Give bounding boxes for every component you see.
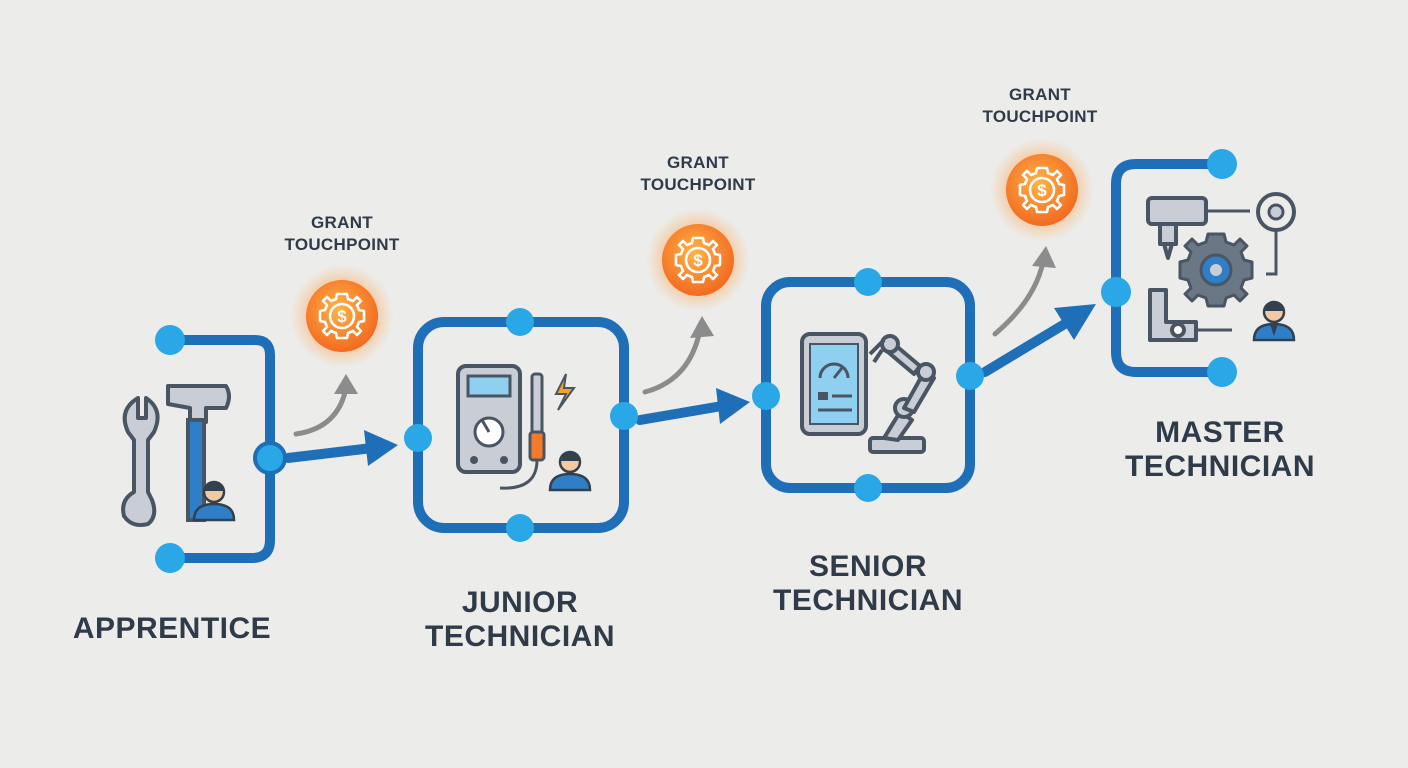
stage-label-apprentice: APPRENTICE [72,612,272,645]
robot-arm-icon [868,334,936,454]
drill-icon [1146,196,1250,260]
grant-label-2: GRANT TOUCHPOINT [640,153,756,194]
worker-icon [548,450,592,492]
probe-icon [499,372,546,490]
grant-label-1: GRANT TOUCHPOINT [284,213,400,254]
wrench-icon [121,396,160,527]
stage-label-senior: SENIOR TECHNICIAN [773,550,963,617]
grant-label-3: GRANT TOUCHPOINT [982,85,1098,126]
tablet-gauge-icon [800,332,868,436]
stage-label-junior: JUNIOR TECHNICIAN [425,586,615,653]
multimeter-icon [456,364,522,474]
apprentice-frame [155,325,287,573]
dollar-gear-icon [990,138,1094,242]
manager-icon [1252,300,1296,342]
master-frame [1101,149,1237,387]
stage-label-master: MASTER TECHNICIAN [1125,416,1315,483]
main-path-arrows [283,304,1096,466]
lightning-icon [554,373,576,411]
senior-frame [752,268,984,502]
dollar-gear-icon [290,264,394,368]
bracket-icon [1148,288,1232,342]
dollar-gear-icon [646,208,750,312]
gear-icon [1178,232,1254,308]
target-icon [1256,192,1296,276]
grant-arrows [293,259,1046,437]
junior-frame [404,308,638,542]
